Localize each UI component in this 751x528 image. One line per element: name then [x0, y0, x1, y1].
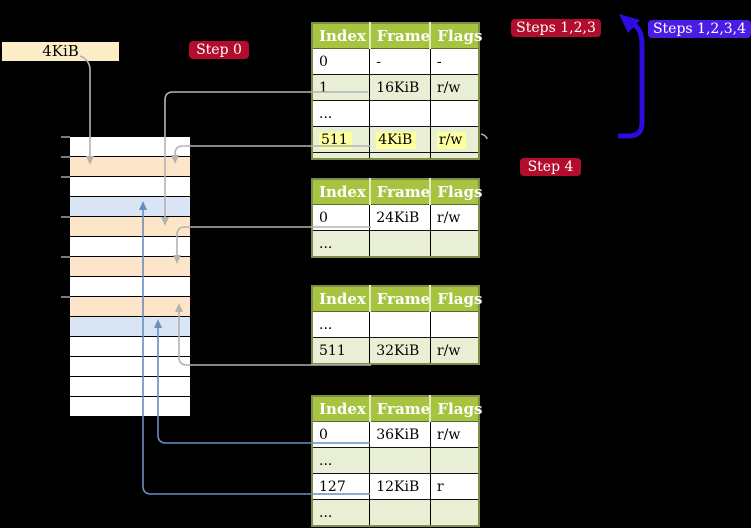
- table-row-highlighted: 511 4KiB r/w: [312, 126, 479, 153]
- table-row: ...: [312, 447, 479, 474]
- memory-frame-row: [70, 317, 190, 337]
- frame-size-label: 4KiB: [2, 42, 119, 61]
- col-header-frame: Frame: [369, 23, 432, 49]
- col-header-frame: Frame: [369, 179, 432, 205]
- col-header-frame: Frame: [369, 396, 432, 422]
- memory-frame-row: [70, 337, 190, 357]
- col-header-index: Index: [312, 23, 371, 49]
- physical-memory-column: [70, 137, 190, 417]
- memory-frame-row: [70, 237, 190, 257]
- memory-frame-row: [70, 137, 190, 157]
- page-table-1: Index Frame Flags 0 - - 1 16KiB r/w ... …: [311, 22, 482, 160]
- page-table-3: Index Frame Flags ... 511 32KiB r/w: [311, 285, 482, 365]
- table-row: 0 - -: [312, 48, 479, 75]
- page-table-4: Index Frame Flags 0 36KiB r/w ... 127 12…: [311, 395, 482, 527]
- table-header-row: Index Frame Flags: [312, 286, 482, 312]
- memory-frame-row: [70, 177, 190, 197]
- memory-frame-row: [70, 157, 190, 177]
- memory-frame-row: [70, 357, 190, 377]
- table-row: 1 16KiB r/w: [312, 74, 479, 101]
- table-row: 0 36KiB r/w: [312, 421, 479, 448]
- memory-frame-row: [70, 297, 190, 317]
- table-header-row: Index Frame Flags: [312, 23, 482, 49]
- table-row: ...: [312, 100, 479, 127]
- memory-frame-row: [70, 217, 190, 237]
- col-header-index: Index: [312, 396, 371, 422]
- table-header-row: Index Frame Flags: [312, 396, 482, 422]
- col-header-index: Index: [312, 179, 371, 205]
- steps-1234-bracket-arrow: [618, 21, 645, 139]
- highlighted-cell: 4KiB: [376, 131, 417, 149]
- col-header-flags: Flags: [430, 286, 482, 312]
- table-row-clipped: [312, 152, 479, 159]
- table-row: ...: [312, 230, 479, 257]
- table-row: 0 24KiB r/w: [312, 204, 479, 231]
- memory-address-ticks: [61, 136, 70, 298]
- highlighted-cell: 511: [319, 131, 352, 149]
- col-header-flags: Flags: [430, 179, 482, 205]
- memory-frame-row: [70, 277, 190, 297]
- badge-steps-1-2-3: Steps 1,2,3: [511, 19, 601, 37]
- col-header-flags: Flags: [430, 396, 482, 422]
- badge-steps-1-2-3-4: Steps 1,2,3,4: [648, 20, 751, 38]
- col-header-frame: Frame: [369, 286, 432, 312]
- badge-step-0: Step 0: [189, 41, 249, 59]
- col-header-flags: Flags: [430, 23, 482, 49]
- memory-frame-row: [70, 397, 190, 417]
- table-row: 511 32KiB r/w: [312, 337, 479, 364]
- table-row: ...: [312, 311, 479, 338]
- highlighted-cell: r/w: [436, 131, 467, 149]
- table-row: 127 12KiB r: [312, 473, 479, 500]
- memory-frame-row: [70, 197, 190, 217]
- table-row: ...: [312, 499, 479, 526]
- memory-frame-row: [70, 377, 190, 397]
- badge-step-4: Step 4: [520, 158, 581, 176]
- col-header-index: Index: [312, 286, 371, 312]
- page-table-2: Index Frame Flags 0 24KiB r/w ...: [311, 178, 482, 258]
- bracket-arrowhead-up-left: [619, 14, 640, 33]
- arrow-stub-table1-right: [480, 133, 488, 140]
- table-header-row: Index Frame Flags: [312, 179, 482, 205]
- memory-frame-row: [70, 257, 190, 277]
